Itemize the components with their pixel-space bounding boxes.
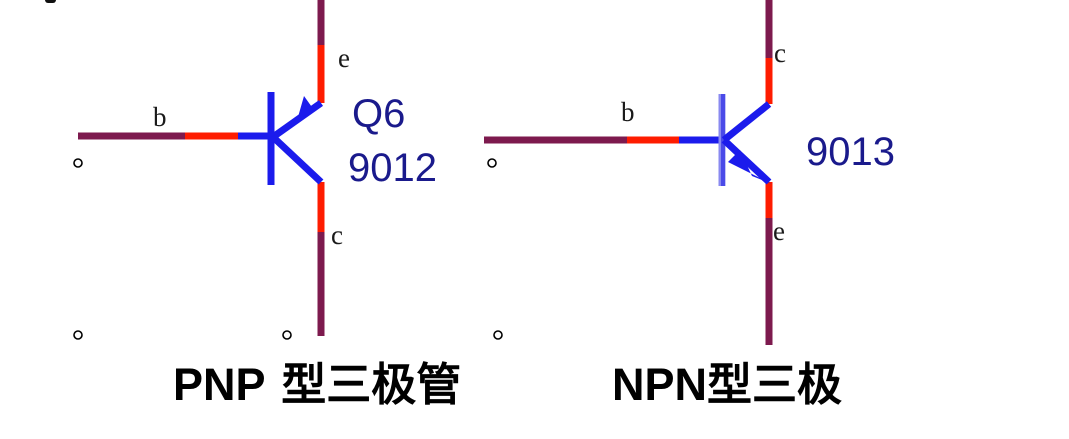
pnp-caption-latin: PNP [173,359,266,410]
npn-caption: NPN型三极 [612,362,842,407]
node-right-base [487,158,497,168]
pnp-caption: PNP 型三极管 [173,362,461,407]
pnp-emitter-label: e [338,43,350,73]
pnp-emitter-arrowhead [271,96,314,137]
pnp-part-number-label: 9012 [348,146,437,190]
node-bottom-mid [282,330,292,340]
node-left-base [73,158,83,168]
connection-nodes [73,158,503,340]
npn-emitter-arrowhead [728,150,772,184]
pnp-base-label: b [153,102,167,132]
npn-base-label: b [621,97,635,127]
npn-emitter-lead [721,137,772,185]
npn-part-number-label: 9013 [806,130,895,174]
npn-emitter-label: e [773,216,785,246]
pnp-designator-label: Q6 [352,92,406,136]
npn-transistor-symbol [484,0,773,345]
npn-collector-label: c [774,38,786,68]
npn-collector-lead [721,101,772,143]
pnp-caption-cjk: 型三极管 [265,358,462,411]
pnp-collector-label: c [331,220,343,250]
cropped-glyph-fragment [45,0,56,3]
pnp-transistor-symbol [78,0,325,336]
npn-caption-cjk: 型三极 [707,358,843,411]
npn-caption-latin: NPN [612,359,708,410]
pnp-collector-lead [270,134,324,185]
node-bottom-left [73,330,83,340]
node-bottom-right [493,330,503,340]
